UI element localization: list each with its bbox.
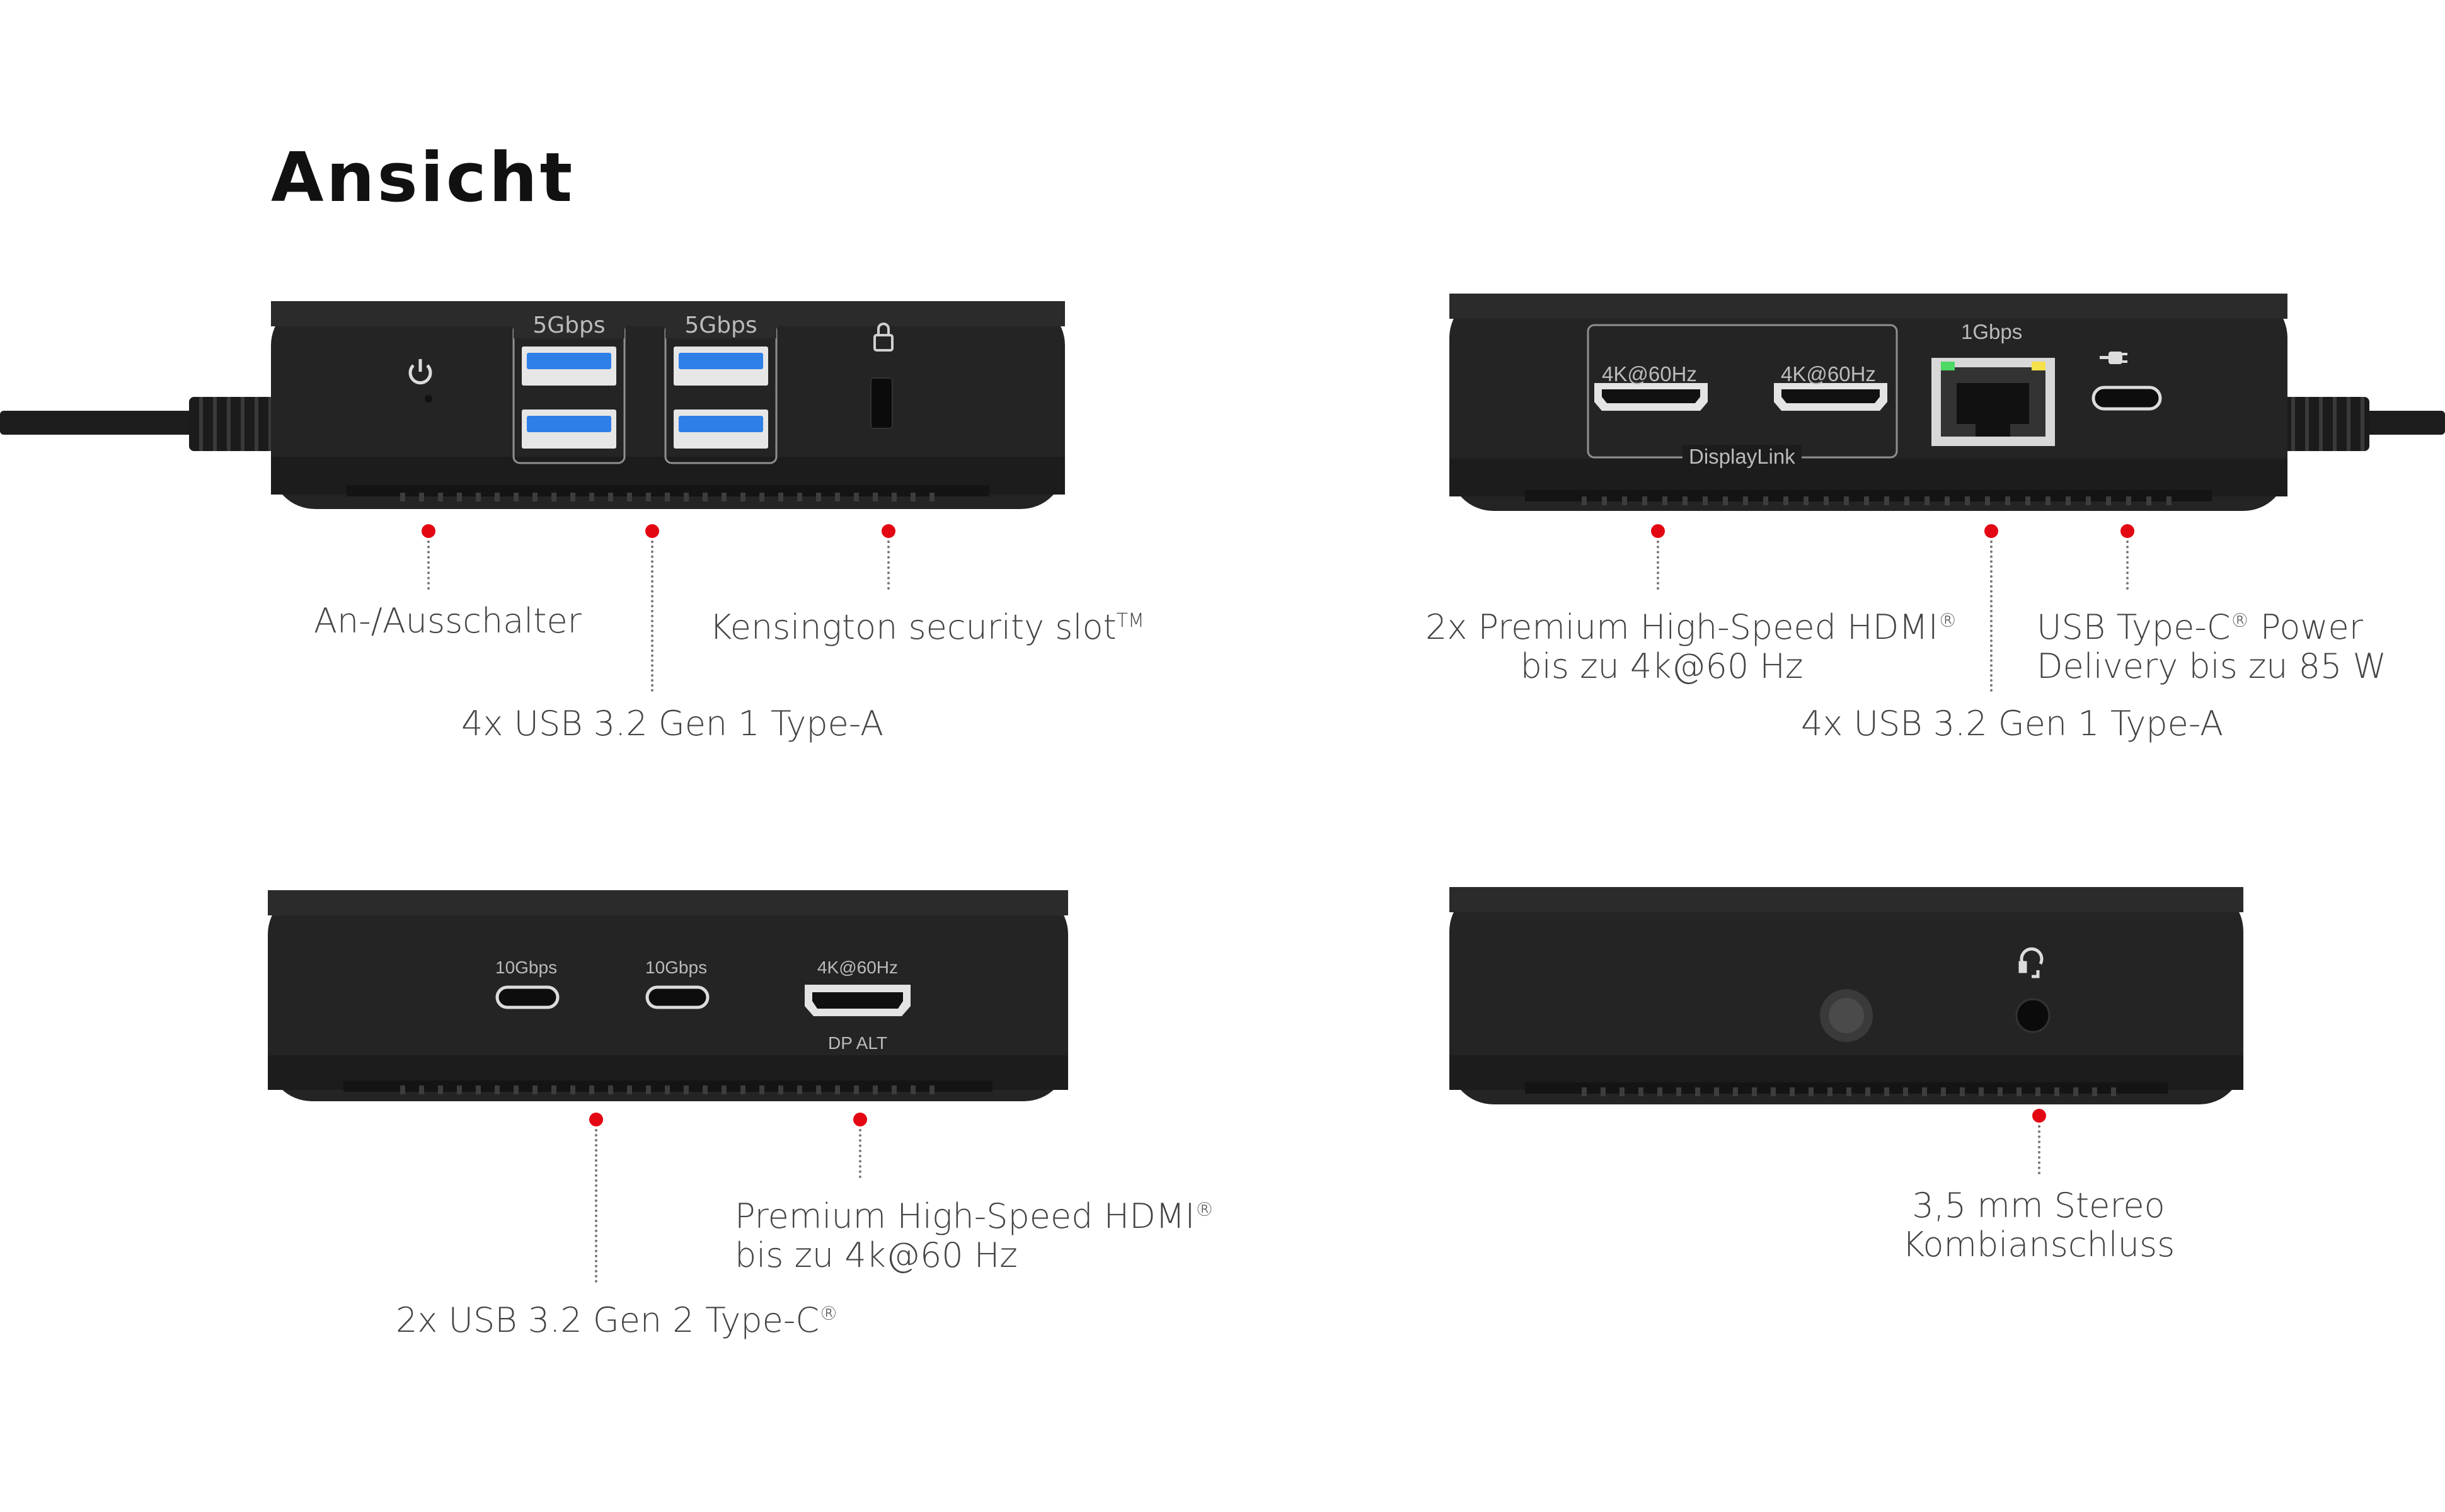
label-usbc-text: 2x USB 3.2 Gen 2 Type-C bbox=[396, 1300, 820, 1340]
hdmi-port[interactable] bbox=[805, 985, 911, 1016]
hdmi1-spec: 4K@60Hz bbox=[1602, 362, 1697, 386]
label-audio-line1: 3,5 mm Stereo bbox=[1912, 1186, 2165, 1225]
usb-a-port[interactable] bbox=[522, 346, 616, 386]
leader-line bbox=[2126, 541, 2129, 590]
hdmi-port[interactable] bbox=[1594, 383, 1708, 411]
power-cable bbox=[0, 411, 202, 435]
hdmi2-spec: 4K@60Hz bbox=[1781, 362, 1876, 386]
leader-line bbox=[651, 541, 653, 692]
label-usb-a: 4x USB 3.2 Gen 1 Type-A bbox=[461, 704, 884, 743]
dock-side-audio bbox=[1449, 887, 2243, 1104]
ethernet-speed: 1Gbps bbox=[1961, 320, 2023, 343]
registered-mark: ® bbox=[2230, 610, 2250, 632]
label-usb-a: 4x USB 3.2 Gen 1 Type-A bbox=[1801, 704, 2224, 743]
usb-c-port[interactable] bbox=[645, 985, 710, 1009]
usb-c-port[interactable] bbox=[495, 985, 560, 1009]
usbc2-speed: 10Gbps bbox=[645, 958, 708, 977]
dock-side-ports-hdmi bbox=[1449, 294, 2287, 511]
leader-line bbox=[2038, 1125, 2040, 1174]
marker-dot bbox=[589, 1113, 603, 1126]
leader-line bbox=[859, 1129, 861, 1178]
registered-mark: ® bbox=[1195, 1199, 1214, 1221]
leader-line bbox=[427, 541, 430, 590]
power-cable bbox=[2357, 411, 2445, 435]
label-kensington: Kensington security slotTM bbox=[710, 602, 1144, 647]
label-hdmi-line1: 2x Premium High-Speed HDMI bbox=[1425, 607, 1938, 647]
marker-dot bbox=[1651, 524, 1665, 538]
headset-icon bbox=[2018, 947, 2044, 978]
cable-strain-relief bbox=[2281, 397, 2369, 451]
round-button[interactable] bbox=[1820, 989, 1873, 1042]
usb-a-port[interactable] bbox=[674, 346, 768, 386]
label-usbc-line2: Delivery bis zu 85 W bbox=[2037, 646, 2386, 686]
marker-dot bbox=[422, 524, 435, 538]
hdmi-port[interactable] bbox=[1774, 383, 1887, 411]
registered-mark: ® bbox=[1938, 610, 1957, 632]
marker-dot bbox=[853, 1113, 867, 1126]
hdmi-mode: DP ALT bbox=[828, 1033, 887, 1053]
ethernet-port[interactable] bbox=[1931, 358, 2055, 446]
marker-dot bbox=[2120, 524, 2134, 538]
label-audio: 3,5 mm Stereo Kombianschluss bbox=[1859, 1186, 2218, 1264]
power-icon[interactable] bbox=[408, 359, 432, 385]
marker-dot bbox=[1984, 524, 1998, 538]
power-delivery-plug-icon bbox=[2100, 352, 2127, 364]
label-hdmi-line1: Premium High-Speed HDMI bbox=[735, 1196, 1195, 1236]
dock-side-ports-usb-c bbox=[268, 890, 1068, 1101]
kensington-slot[interactable] bbox=[870, 377, 893, 429]
label-hdmi: 2x Premium High-Speed HDMI® bis zu 4k@60… bbox=[1425, 602, 1957, 686]
label-usbc-line1: USB Type-C bbox=[2037, 607, 2231, 647]
label-hdmi-line2: bis zu 4k@60 Hz bbox=[735, 1235, 1018, 1275]
usb-group1-speed: 5Gbps bbox=[514, 312, 624, 338]
cable-strain-relief bbox=[189, 397, 277, 451]
audio-jack[interactable] bbox=[2015, 998, 2051, 1033]
leader-line bbox=[1657, 541, 1659, 590]
usb-a-port[interactable] bbox=[674, 410, 768, 449]
page-title: Ansicht bbox=[271, 139, 575, 217]
label-hdmi-line2: bis zu 4k@60 Hz bbox=[1520, 646, 1804, 686]
hdmi-spec: 4K@60Hz bbox=[817, 958, 899, 977]
usbc1-speed: 10Gbps bbox=[495, 958, 558, 977]
label-power-switch: An-/Ausschalter bbox=[314, 601, 582, 641]
marker-dot bbox=[645, 524, 659, 538]
label-audio-line2: Kombianschluss bbox=[1902, 1225, 2175, 1264]
displaylink-label: DisplayLink bbox=[1683, 445, 1802, 469]
trademark-tm: TM bbox=[1116, 610, 1144, 632]
label-kensington-text: Kensington security slot bbox=[710, 607, 1117, 647]
usb-c-port[interactable] bbox=[2091, 386, 2162, 411]
label-usb-c: 2x USB 3.2 Gen 2 Type-C® bbox=[396, 1295, 838, 1340]
label-usb-c-pd: USB Type-C® Power Delivery bis zu 85 W bbox=[2037, 602, 2386, 686]
marker-dot bbox=[882, 524, 895, 538]
usb-group2-speed: 5Gbps bbox=[665, 312, 776, 338]
label-usbc-line1b: Power bbox=[2249, 607, 2363, 647]
usb-a-port[interactable] bbox=[522, 410, 616, 449]
kensington-lock-icon bbox=[873, 323, 894, 352]
dock-side-ports-usb-a bbox=[271, 301, 1065, 509]
marker-dot bbox=[2032, 1109, 2046, 1123]
label-hdmi-dp-alt: Premium High-Speed HDMI® bis zu 4k@60 Hz bbox=[735, 1191, 1214, 1275]
leader-line bbox=[887, 541, 890, 590]
leader-line bbox=[1990, 541, 1993, 692]
registered-mark: ® bbox=[819, 1303, 839, 1325]
leader-line bbox=[595, 1129, 597, 1283]
